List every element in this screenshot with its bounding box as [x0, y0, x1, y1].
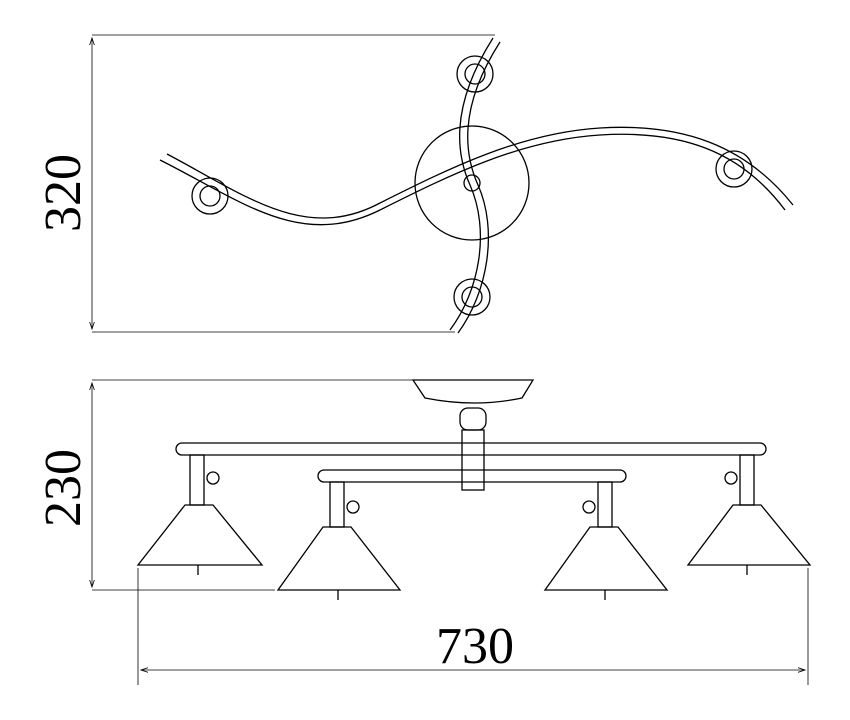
canopy-stem: [459, 407, 487, 431]
spot-mount-2-inner: [199, 185, 221, 207]
upper-bar: [175, 442, 767, 456]
lamp-3-shade: [543, 526, 669, 591]
lamp-1-shade: [136, 504, 264, 566]
canopy: [411, 379, 535, 404]
lamp-3-arm: [597, 481, 613, 528]
lamp-3: [543, 481, 669, 600]
curved-arm-horizontal-edge: [166, 126, 794, 219]
lamp-1: [136, 454, 264, 575]
spot-mount-2: [191, 177, 229, 215]
lamp-2-arm: [329, 481, 345, 528]
spot-mount-4: [453, 278, 491, 316]
center-screw-icon: [463, 174, 481, 192]
lamp-2: [276, 481, 402, 600]
spot-mount-1-inner: [464, 63, 486, 85]
top-view: 320: [35, 34, 794, 334]
spot-mount-3-inner: [723, 158, 745, 180]
lamp-4-knob-icon: [724, 471, 738, 485]
width-label: 730: [436, 618, 514, 675]
lamp-2-knob-icon: [346, 500, 360, 514]
lamp-2-shade: [276, 526, 402, 591]
height-label: 230: [35, 449, 92, 527]
depth-label: 320: [35, 154, 92, 232]
lamp-4-shade: [686, 504, 812, 566]
side-view: 230: [35, 379, 812, 685]
lamp-1-knob-icon: [206, 471, 220, 485]
lamp-4-arm: [739, 454, 755, 506]
canopy-circle: [414, 125, 530, 241]
spot-mount-3: [715, 150, 753, 188]
lamp-1-arm: [189, 454, 205, 506]
spot-mount-1: [456, 55, 494, 93]
curved-arm-vertical: [449, 37, 494, 331]
lamp-4: [686, 454, 812, 575]
connector-block: [461, 429, 485, 491]
curved-arm-horizontal: [159, 133, 786, 226]
lower-bar: [317, 469, 627, 483]
lamp-3-knob-icon: [582, 500, 596, 514]
spot-mount-4-inner: [461, 286, 483, 308]
